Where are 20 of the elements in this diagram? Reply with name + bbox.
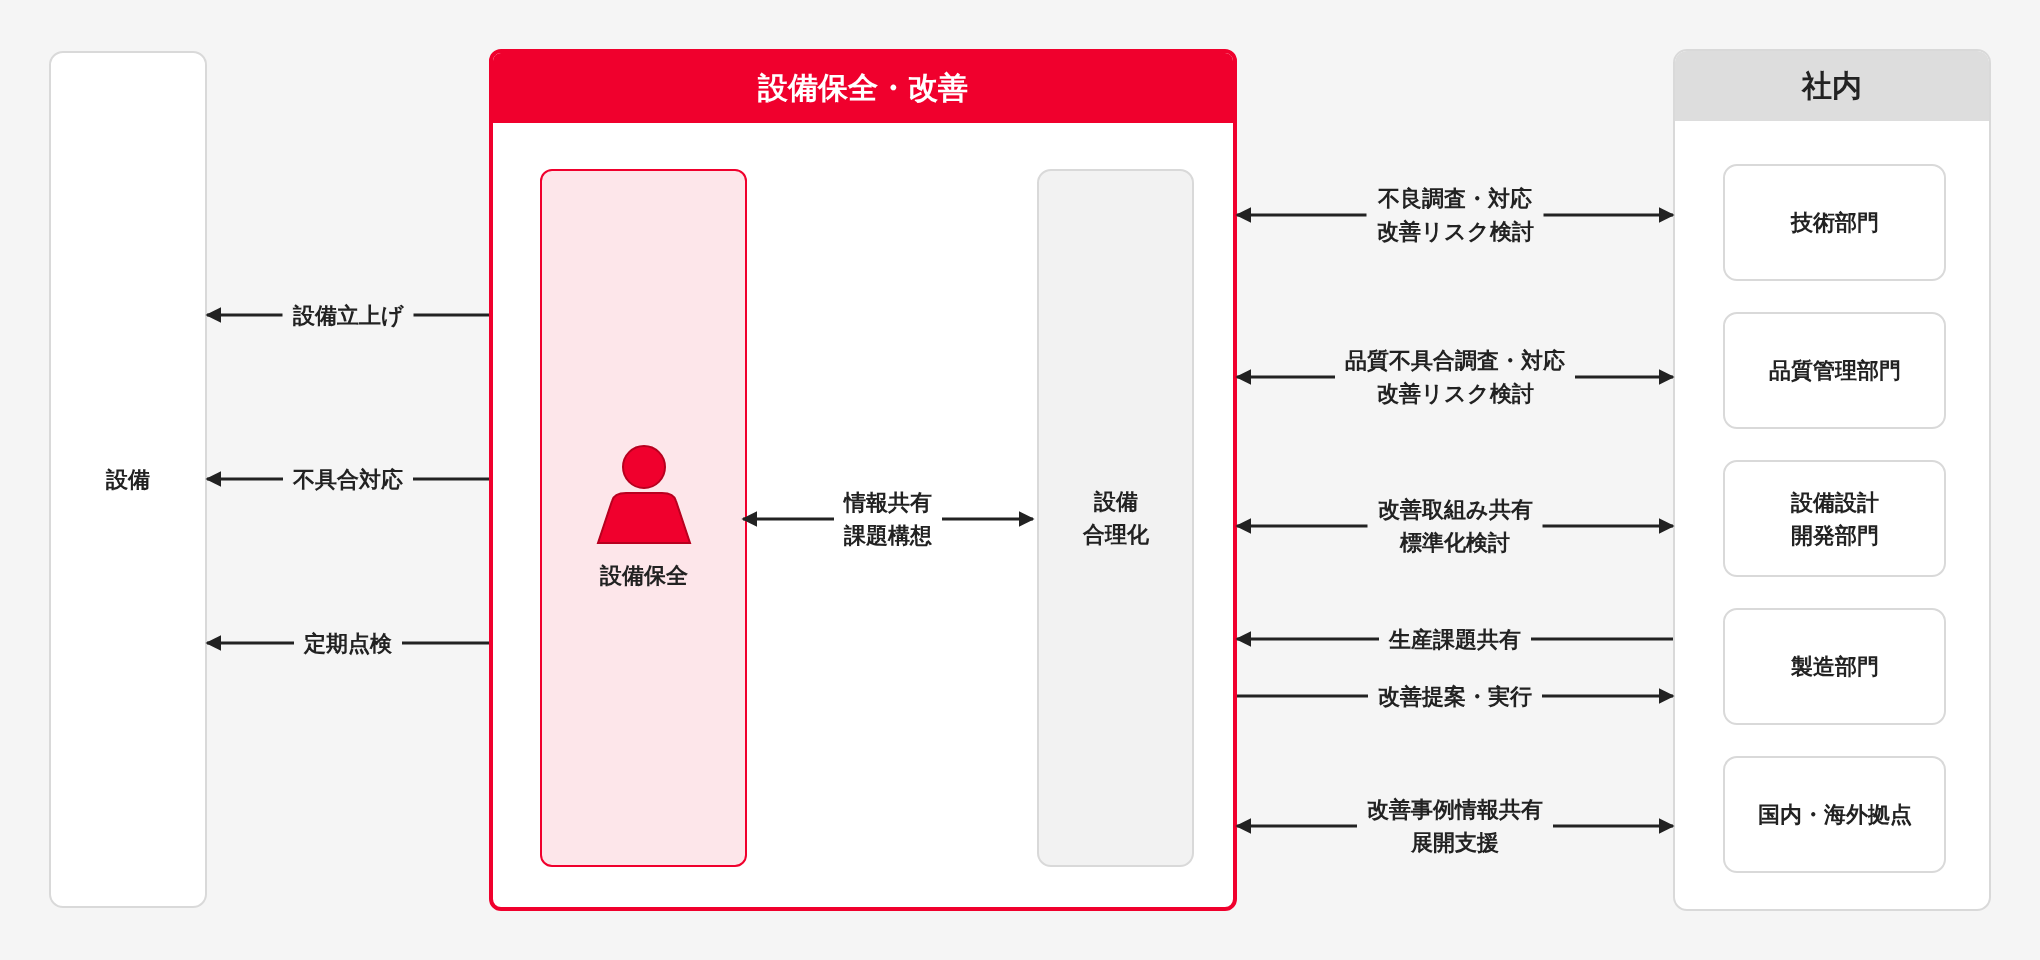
- process-box: [1723, 312, 1946, 429]
- process-box: [1723, 608, 1946, 725]
- process-box: [1037, 169, 1194, 867]
- node-label: 国内・海外拠点: [1757, 801, 1912, 829]
- role-box: [540, 169, 747, 867]
- group-panel: [489, 49, 1237, 911]
- node-label: 製造部門: [1790, 653, 1879, 681]
- panel-header: 社内: [1675, 51, 1989, 121]
- node-label: 設備: [106, 466, 150, 494]
- group-panel: [1673, 49, 1991, 911]
- node-label: 品質管理部門: [1768, 357, 1901, 385]
- node-label: 設備合理化: [1082, 488, 1149, 549]
- process-box: [1723, 164, 1946, 281]
- process-box: [1723, 756, 1946, 873]
- panel-header: 設備保全・改善: [493, 53, 1233, 123]
- process-box: [1723, 460, 1946, 577]
- node-label: 設備設計開発部門: [1790, 488, 1879, 550]
- process-box: [49, 51, 207, 908]
- node-label: 技術部門: [1790, 209, 1879, 237]
- node-label: 設備保全: [599, 561, 688, 590]
